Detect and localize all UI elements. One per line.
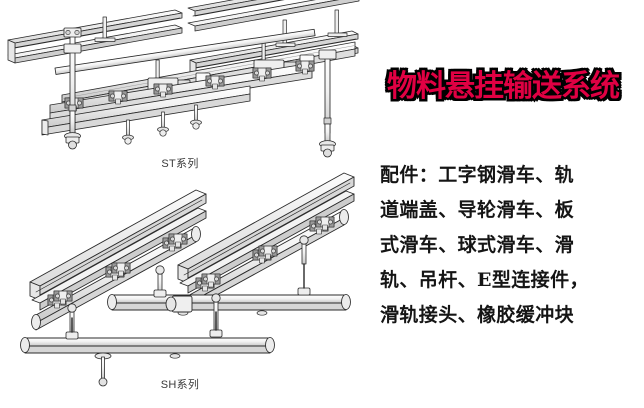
copy-line: 式滑车、球式滑车、滑 bbox=[380, 234, 575, 256]
copy-line: 滑轨接头、橡胶缓冲块 bbox=[380, 304, 575, 326]
copy-line: 道端盖、导轮滑车、板 bbox=[380, 199, 575, 221]
diagram-sh-series bbox=[20, 172, 355, 387]
diagram-caption-sh: SH系列 bbox=[160, 379, 200, 391]
copy-line: 配件：工字钢滑车、轨 bbox=[380, 164, 575, 186]
diagram-caption-st: ST系列 bbox=[161, 158, 199, 170]
diagram-st-series bbox=[7, 0, 360, 158]
headline-block: 物料悬挂输送系统 bbox=[362, 69, 644, 104]
technical-drawings bbox=[7, 0, 360, 387]
diagram-pane: ST系列 SH系列 bbox=[7, 0, 360, 391]
copy-line: 轨、吊杆、E型连接件， bbox=[380, 269, 589, 291]
accessory-list-text: 配件：工字钢滑车、轨 道端盖、导轮滑车、板 式滑车、球式滑车、滑 轨、吊杆、E型… bbox=[380, 158, 644, 333]
page-title: 物料悬挂输送系统 bbox=[385, 69, 622, 104]
